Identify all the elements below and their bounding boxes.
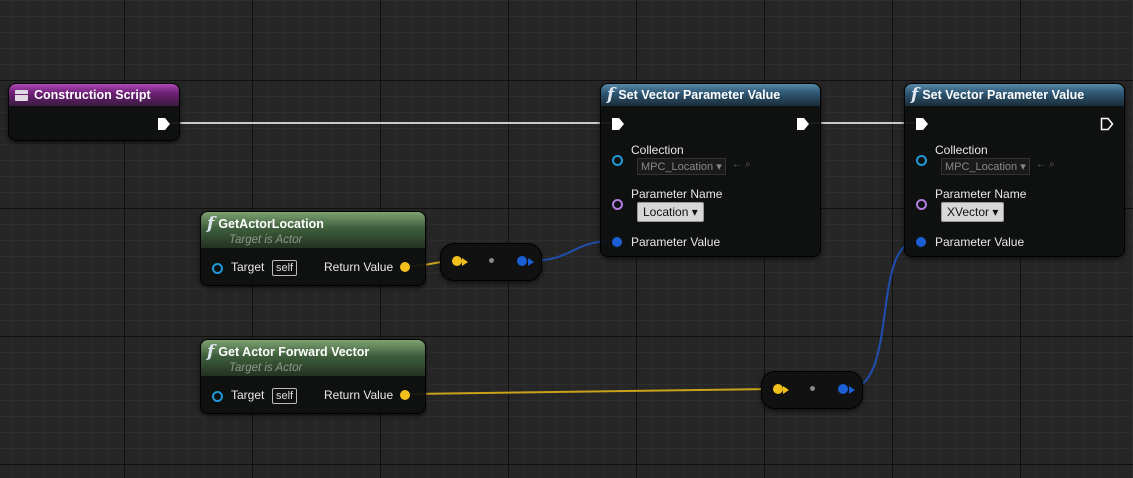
arrow-back-icon[interactable]: ←: [1036, 159, 1046, 170]
exec-out-pin[interactable]: [796, 117, 810, 131]
node-title: GetActorLocation: [218, 217, 324, 231]
parameter-name-dropdown[interactable]: Location ▾: [637, 202, 704, 222]
parameter-name-pin[interactable]: [612, 199, 623, 210]
collection-pin[interactable]: [916, 155, 927, 166]
node-subtitle: Target is Actor: [229, 234, 303, 246]
collection-dropdown[interactable]: MPC_Location ▾: [941, 158, 1030, 175]
node-title: Set Vector Parameter Value: [618, 88, 781, 102]
arrow-back-icon[interactable]: ←: [732, 159, 742, 170]
struct-out-pin[interactable]: [517, 256, 527, 266]
node-subtitle: Target is Actor: [229, 362, 303, 374]
function-icon: f: [207, 214, 215, 234]
parameter-value-pin[interactable]: [916, 237, 926, 247]
target-label: Target: [231, 260, 265, 274]
struct-wire-forward: [847, 240, 919, 390]
function-icon: f: [207, 342, 215, 362]
search-icon[interactable]: ⌕: [745, 159, 751, 170]
parameter-name-value: XVector: [947, 205, 990, 219]
struct-out-pin[interactable]: [838, 384, 848, 394]
self-chip: self: [272, 260, 298, 276]
parameter-value-pin[interactable]: [612, 237, 622, 247]
exec-out-pin[interactable]: [1100, 117, 1114, 131]
chevron-down-icon: ▾: [992, 205, 999, 219]
center-dot: [489, 258, 494, 263]
node-header: f Set Vector Parameter Value: [601, 84, 820, 106]
vector-in-arrow-icon: [783, 386, 789, 394]
event-icon: [15, 89, 28, 101]
target-pin[interactable]: [212, 263, 223, 274]
vector-in-pin[interactable]: [773, 384, 783, 394]
return-value-label: Return Value: [324, 260, 394, 274]
collection-value: MPC_Location: [641, 161, 714, 173]
parameter-name-pin[interactable]: [916, 199, 927, 210]
node-title: Construction Script: [34, 88, 151, 102]
function-icon: f: [607, 85, 615, 105]
self-chip: self: [272, 388, 298, 404]
function-icon: f: [911, 85, 919, 105]
vector-in-arrow-icon: [462, 258, 468, 266]
target-label: Target: [231, 388, 265, 402]
collection-dropdown[interactable]: MPC_Location ▾: [637, 158, 726, 175]
collection-label: Collection: [631, 143, 684, 157]
construction-script-node[interactable]: Construction Script: [8, 83, 180, 141]
exec-out-pin[interactable]: [157, 117, 171, 131]
node-header: Construction Script: [9, 84, 179, 106]
parameter-name-dropdown[interactable]: XVector ▾: [941, 202, 1005, 222]
parameter-value-label: Parameter Value: [631, 235, 721, 249]
vector-wire-forward: [409, 388, 777, 395]
collection-value: MPC_Location: [945, 161, 1018, 173]
struct-out-arrow-icon: [528, 258, 534, 266]
set-vector-parameter-node-1[interactable]: f Set Vector Parameter Value Collection …: [600, 83, 821, 257]
parameter-name-value: Location: [643, 205, 689, 219]
collection-label: Collection: [935, 143, 988, 157]
chevron-down-icon: ▾: [716, 161, 722, 173]
node-title: Set Vector Parameter Value: [922, 88, 1085, 102]
collection-pin[interactable]: [612, 155, 623, 166]
target-pin[interactable]: [212, 391, 223, 402]
parameter-name-label: Parameter Name: [935, 187, 1027, 201]
vector-in-pin[interactable]: [452, 256, 462, 266]
center-dot: [810, 386, 815, 391]
chevron-down-icon: ▾: [691, 205, 698, 219]
search-icon[interactable]: ⌕: [1049, 159, 1055, 170]
node-title: Get Actor Forward Vector: [218, 345, 370, 359]
node-header: f Set Vector Parameter Value: [905, 84, 1124, 106]
return-value-pin[interactable]: [400, 390, 410, 400]
struct-make-node-2[interactable]: [761, 371, 863, 409]
struct-out-arrow-icon: [849, 386, 855, 394]
parameter-value-label: Parameter Value: [935, 235, 1025, 249]
struct-make-node-1[interactable]: [440, 243, 542, 281]
exec-in-pin[interactable]: [915, 117, 929, 131]
chevron-down-icon: ▾: [1020, 161, 1026, 173]
set-vector-parameter-node-2[interactable]: f Set Vector Parameter Value Collection …: [904, 83, 1125, 257]
exec-in-pin[interactable]: [611, 117, 625, 131]
return-value-pin[interactable]: [400, 262, 410, 272]
return-value-label: Return Value: [324, 388, 394, 402]
parameter-name-label: Parameter Name: [631, 187, 723, 201]
